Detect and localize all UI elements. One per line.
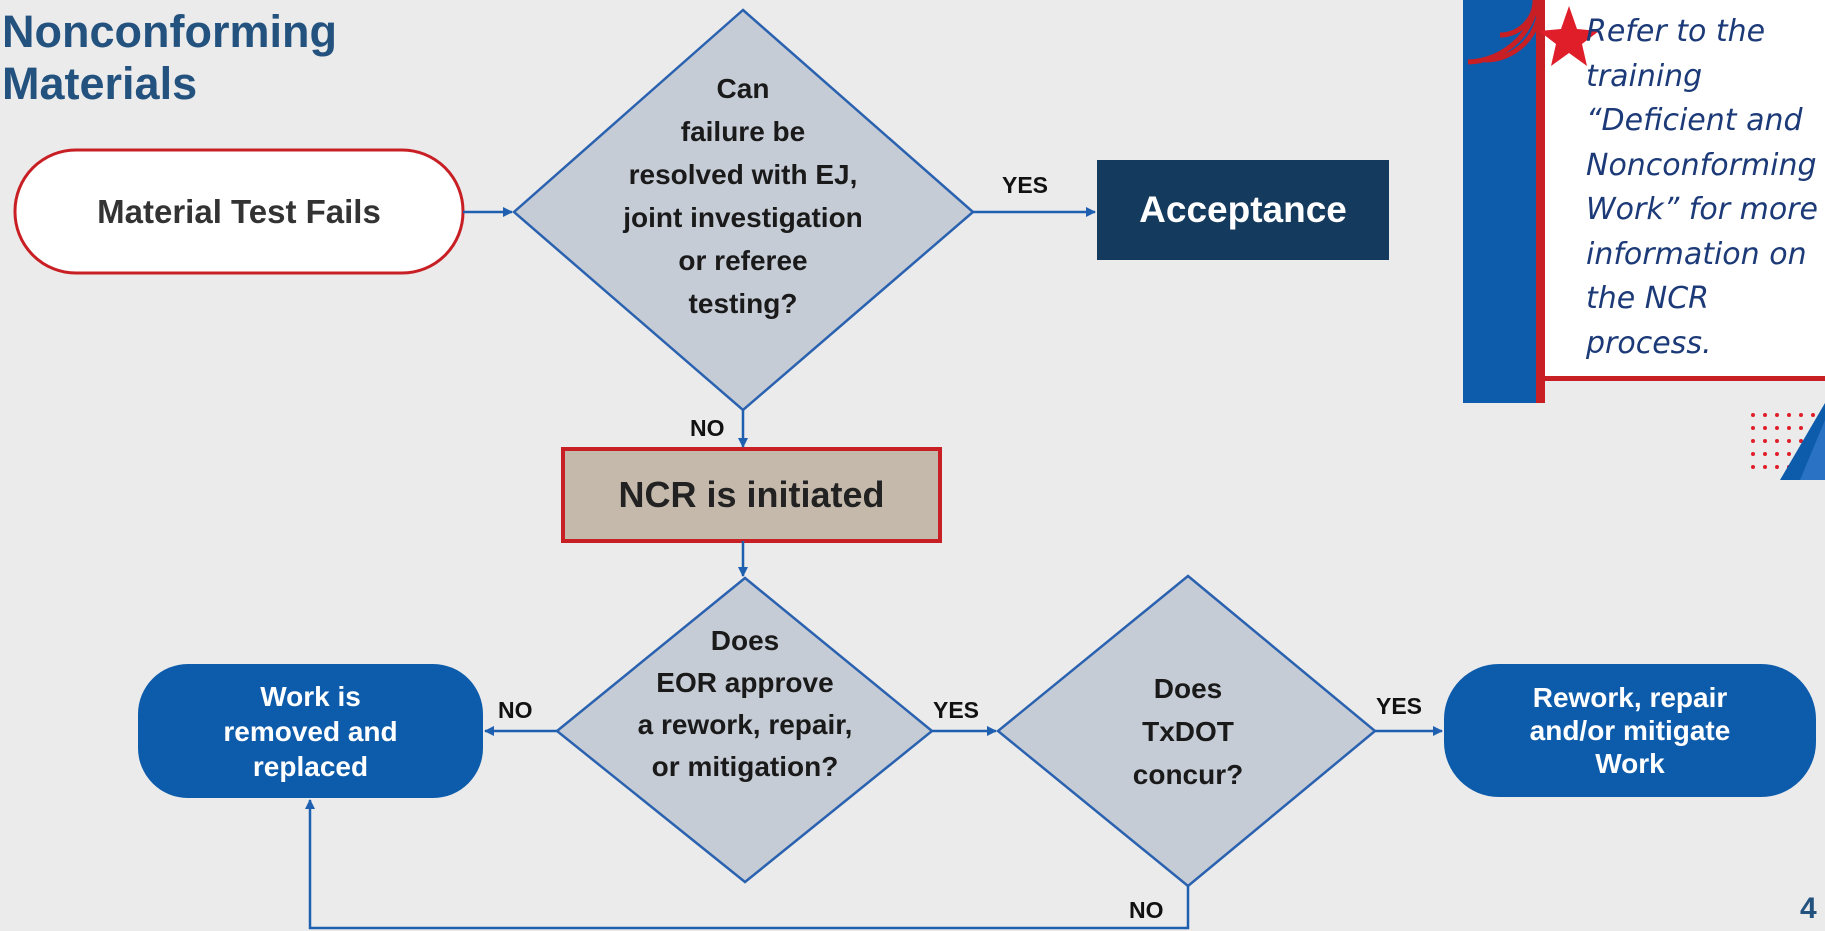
side-panel-graphic [1463,0,1825,403]
side-note-line: “Deficient and [1586,103,1803,138]
side-note-line: Work” for more [1586,192,1818,227]
page-title-line-1: Nonconforming [2,6,337,57]
side-note-line: Nonconforming [1586,147,1817,183]
decision-q1-line: joint investigation [623,202,863,233]
side-note-line: training [1586,58,1703,94]
side-note-line: process. [1586,325,1712,361]
decision-q3-line: concur? [1132,759,1244,790]
decision-q1-line: testing? [688,288,798,319]
side-note-line: the NCR [1586,281,1710,316]
rework-node-line: Rework, repair [1532,682,1728,713]
removed-node-label: Work is removed and replaced [138,664,483,798]
decision-q2-line: EOR approve [656,667,834,698]
edge-label-q2-yes: YES [933,697,980,723]
edge-label-q2-no: NO [498,697,533,723]
ncr-node-shape [561,447,942,543]
acceptance-node-label: Acceptance [1139,189,1347,230]
decision-q2-line: or mitigation? [651,751,839,782]
side-note-line: Refer to the [1586,14,1766,49]
page-title-line-2: Materials [2,58,198,109]
decision-q2-shape [555,576,934,884]
decision-q1-line: failure be [680,116,806,147]
removed-node-line: removed and [223,715,398,747]
decision-q3-line: TxDOT [1142,716,1234,747]
rework-node-label: Rework, repair and/or mitigate Work [1444,664,1816,797]
decorative-triangles [1780,403,1825,480]
removed-node-line: Work is [260,680,361,712]
decision-q1-label: Can failure be resolved with EJ, joint i… [543,67,943,325]
star-icon [1539,6,1599,66]
removed-node-line: replaced [252,750,369,782]
decision-q1-line: resolved with EJ, [628,159,858,190]
edge-label-q1-yes: YES [1002,172,1049,198]
page-number: 4 [1800,892,1817,925]
decision-q1-line: Can [716,73,770,104]
rework-node-line: and/or mitigate [1529,715,1731,746]
decision-q2-line: Does [710,625,780,656]
removed-node-shape [138,664,483,798]
page-title: Nonconforming Materials [2,6,337,110]
decision-q3-label: Does TxDOT concur? [1038,667,1338,796]
acceptance-node-shape [1097,160,1389,260]
connectors [305,207,1443,930]
rework-node-shape [1444,664,1816,797]
decision-q1-line: or referee [678,245,808,276]
edge-label-q3-no: NO [1129,897,1164,923]
edge-label-q1-no: NO [690,415,725,441]
ncr-node-label: NCR is initiated [618,474,885,515]
decision-q2-line: a rework, repair, [637,709,853,740]
side-note-line: information on [1586,236,1807,272]
decision-q2-label: Does EOR approve a rework, repair, or mi… [565,620,925,788]
decision-q3-line: Does [1153,673,1223,704]
side-note: Refer to the training “Deficient and Non… [1586,10,1818,366]
edge-label-q3-yes: YES [1376,693,1423,719]
start-node-label: Material Test Fails [97,192,381,230]
rework-node-line: Work [1595,748,1665,779]
